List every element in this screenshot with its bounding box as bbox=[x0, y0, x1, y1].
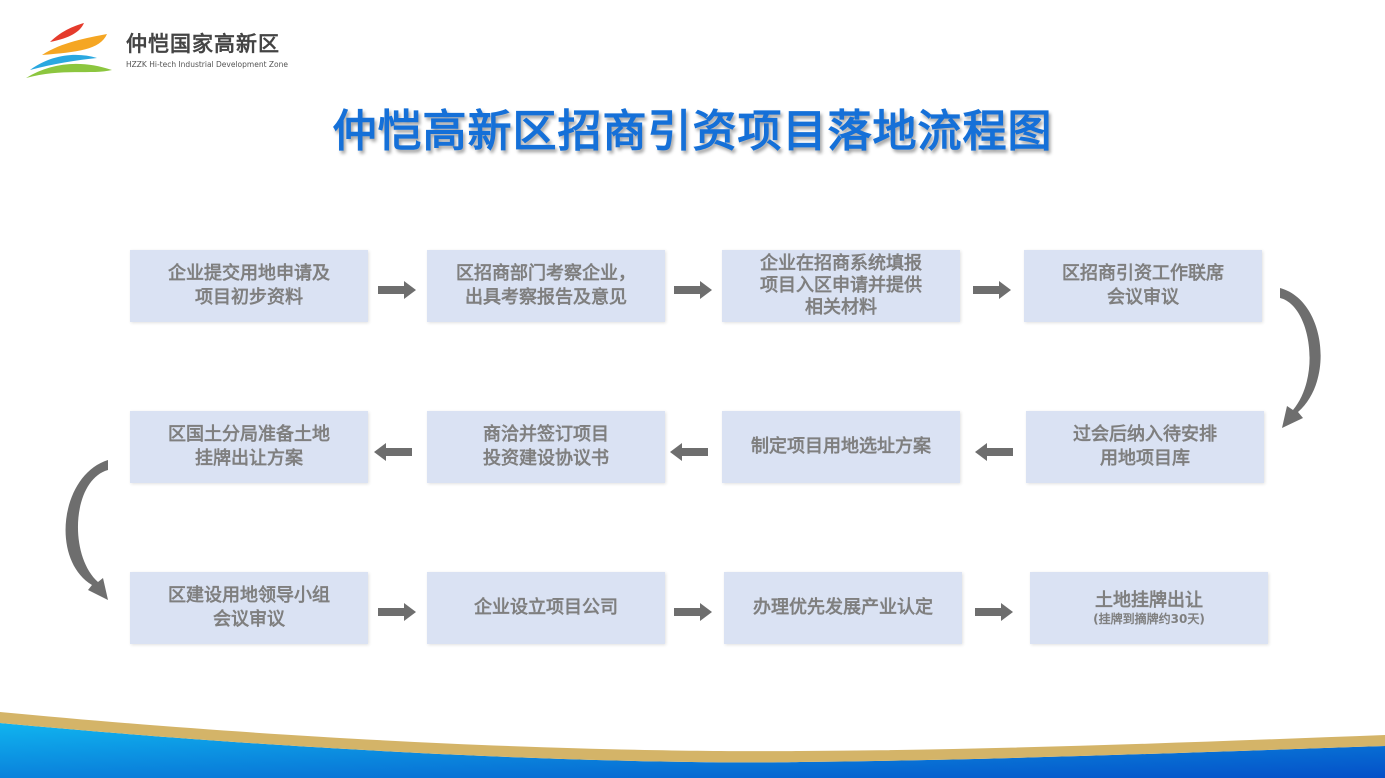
arrow-right-icon bbox=[674, 281, 712, 299]
logo-name-en: HZZK Hi-tech Industrial Development Zone bbox=[126, 60, 288, 69]
step-3: 企业在招商系统填报项目入区申请并提供相关材料 bbox=[722, 250, 960, 322]
step-text: 区招商部门考察企业， bbox=[456, 263, 636, 284]
step-10: 企业设立项目公司 bbox=[427, 572, 665, 644]
arrow-right-icon bbox=[973, 281, 1011, 299]
step-6: 制定项目用地选址方案 bbox=[722, 411, 960, 483]
step-1: 企业提交用地申请及项目初步资料 bbox=[130, 250, 368, 322]
step-text: 办理优先发展产业认定 bbox=[753, 597, 933, 618]
curved-arrow-right bbox=[1280, 288, 1321, 428]
step-2: 区招商部门考察企业， 出具考察报告及意见 bbox=[427, 250, 665, 322]
arrow-left-icon bbox=[670, 443, 708, 461]
step-8: 区国土分局准备土地挂牌出让方案 bbox=[130, 411, 368, 483]
step-11: 办理优先发展产业认定 bbox=[724, 572, 962, 644]
arrow-right-icon bbox=[975, 603, 1013, 621]
arrow-left-icon bbox=[975, 443, 1013, 461]
step-text: 用地项目库 bbox=[1100, 448, 1190, 469]
step-text: 土地挂牌出让 bbox=[1095, 589, 1203, 611]
step-text: 商洽并签订项目 bbox=[483, 424, 609, 445]
step-text: 出具考察报告及意见 bbox=[465, 287, 627, 308]
footer-wave-blue bbox=[0, 723, 1385, 778]
step-text: 相关材料 bbox=[805, 297, 877, 318]
step-text: 企业在招商系统填报 bbox=[760, 253, 922, 274]
step-text: 会议审议 bbox=[213, 609, 285, 630]
logo-name-cn: 仲恺国家高新区 bbox=[126, 32, 280, 56]
arrow-right-icon bbox=[378, 281, 416, 299]
step-text: 区建设用地领导小组 bbox=[168, 585, 330, 606]
step-text: 区国土分局准备土地 bbox=[168, 424, 330, 445]
step-text: 项目入区申请并提供 bbox=[760, 275, 922, 296]
step-5: 过会后纳入待安排用地项目库 bbox=[1026, 411, 1264, 483]
page-title: 仲恺高新区招商引资项目落地流程图 bbox=[332, 106, 1053, 157]
step-12: 土地挂牌出让(挂牌到摘牌约30天) bbox=[1030, 572, 1268, 644]
step-text: 项目初步资料 bbox=[195, 287, 303, 308]
curved-arrow-left bbox=[65, 460, 108, 600]
footer-wave-gold bbox=[0, 712, 1385, 763]
step-4: 区招商引资工作联席会议审议 bbox=[1024, 250, 1262, 322]
step-text: 挂牌出让方案 bbox=[195, 448, 303, 469]
step-7: 商洽并签订项目投资建设协议书 bbox=[427, 411, 665, 483]
step-text: 投资建设协议书 bbox=[483, 448, 609, 469]
step-text: 区招商引资工作联席 bbox=[1062, 263, 1224, 284]
arrow-right-icon bbox=[674, 603, 712, 621]
step-text: 企业设立项目公司 bbox=[474, 597, 618, 618]
arrow-left-icon bbox=[374, 443, 412, 461]
step-text: 制定项目用地选址方案 bbox=[751, 436, 931, 457]
step-note: (挂牌到摘牌约30天) bbox=[1093, 611, 1205, 626]
step-text: 企业提交用地申请及 bbox=[168, 263, 330, 284]
arrow-right-icon bbox=[378, 603, 416, 621]
step-text: 会议审议 bbox=[1107, 287, 1179, 308]
logo-icon bbox=[26, 23, 112, 78]
step-9: 区建设用地领导小组会议审议 bbox=[130, 572, 368, 644]
step-text: 过会后纳入待安排 bbox=[1073, 424, 1217, 445]
